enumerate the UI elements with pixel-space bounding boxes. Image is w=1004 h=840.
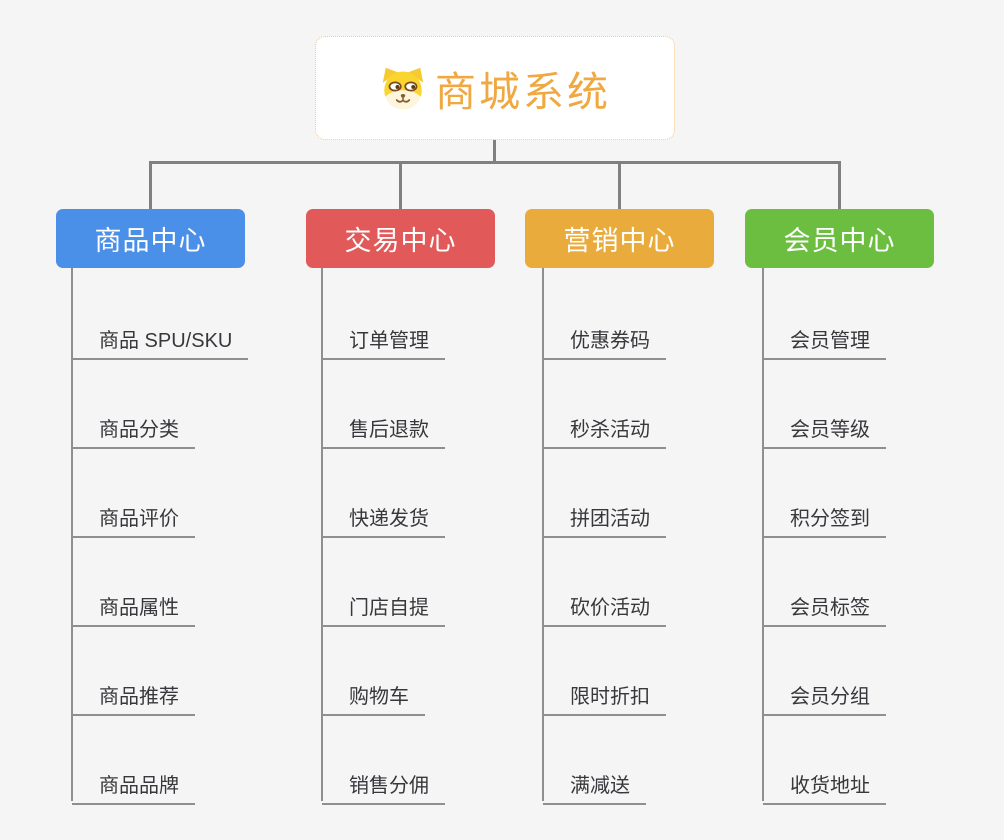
branch-drop-line [618,161,621,213]
leaf-node-marketing-center-1[interactable]: 秒杀活动 [543,409,666,449]
leaf-node-trade-center-2[interactable]: 快递发货 [322,498,445,538]
root-node-mall-system[interactable]: 商城系统 [315,36,675,140]
leaf-node-trade-center-1[interactable]: 售后退款 [322,409,445,449]
branch-label: 交易中心 [344,226,457,256]
leaf-node-marketing-center-5[interactable]: 满减送 [543,765,646,805]
leaf-label: 订单管理 [349,330,429,352]
branch-node-product-center[interactable]: 商品中心 [56,209,245,268]
branch-node-marketing-center[interactable]: 营销中心 [525,209,714,268]
leaf-node-trade-center-4[interactable]: 购物车 [322,676,425,716]
leaf-label: 商品评价 [99,508,179,530]
leaf-node-product-center-1[interactable]: 商品分类 [72,409,195,449]
leaf-label: 商品推荐 [99,686,179,708]
leaf-label: 收货地址 [790,775,870,797]
leaf-node-marketing-center-4[interactable]: 限时折扣 [543,676,666,716]
branch-label: 营销中心 [563,226,676,256]
branch-trunk-line [71,268,73,801]
leaf-label: 拼团活动 [570,508,650,530]
leaf-node-product-center-0[interactable]: 商品 SPU/SKU [72,320,249,360]
leaf-node-marketing-center-2[interactable]: 拼团活动 [543,498,666,538]
root-connector-vertical-line [493,139,496,163]
root-title: 商城系统 [435,69,611,115]
leaf-label: 限时折扣 [570,686,650,708]
branch-trunk-line [762,268,764,801]
leaf-node-member-center-4[interactable]: 会员分组 [763,676,886,716]
leaf-label: 优惠券码 [570,330,650,352]
branch-connector-horizontal-line [149,161,841,164]
branch-drop-line [399,161,402,213]
branch-label: 商品中心 [94,226,207,256]
leaf-node-marketing-center-0[interactable]: 优惠券码 [543,320,666,360]
branch-label: 会员中心 [783,226,896,256]
leaf-label: 秒杀活动 [570,419,650,441]
leaf-node-product-center-3[interactable]: 商品属性 [72,587,195,627]
leaf-node-member-center-2[interactable]: 积分签到 [763,498,886,538]
branch-trunk-line [321,268,323,801]
leaf-label: 商品属性 [99,597,179,619]
leaf-label: 会员分组 [790,686,870,708]
leaf-node-trade-center-3[interactable]: 门店自提 [322,587,445,627]
leaf-node-member-center-3[interactable]: 会员标签 [763,587,886,627]
leaf-label: 商品 SPU/SKU [99,330,233,352]
leaf-label: 会员等级 [790,419,870,441]
branch-drop-line [149,161,152,213]
dog-face-icon [382,67,424,109]
branch-trunk-line [542,268,544,801]
leaf-label: 售后退款 [349,419,429,441]
leaf-node-product-center-2[interactable]: 商品评价 [72,498,195,538]
leaf-label: 商品分类 [99,419,179,441]
leaf-label: 商品品牌 [99,775,179,797]
leaf-node-product-center-4[interactable]: 商品推荐 [72,676,195,716]
branch-node-trade-center[interactable]: 交易中心 [306,209,495,268]
leaf-label: 会员管理 [790,330,870,352]
leaf-node-product-center-5[interactable]: 商品品牌 [72,765,195,805]
leaf-node-member-center-0[interactable]: 会员管理 [763,320,886,360]
leaf-node-trade-center-5[interactable]: 销售分佣 [322,765,445,805]
leaf-label: 砍价活动 [570,597,650,619]
leaf-node-member-center-5[interactable]: 收货地址 [763,765,886,805]
branch-drop-line [838,161,841,213]
leaf-label: 快递发货 [349,508,429,530]
leaf-node-trade-center-0[interactable]: 订单管理 [322,320,445,360]
branch-node-member-center[interactable]: 会员中心 [745,209,934,268]
leaf-label: 购物车 [349,686,409,708]
leaf-label: 门店自提 [349,597,429,619]
leaf-node-member-center-1[interactable]: 会员等级 [763,409,886,449]
leaf-label: 积分签到 [790,508,870,530]
leaf-label: 销售分佣 [349,775,429,797]
leaf-label: 会员标签 [790,597,870,619]
leaf-label: 满减送 [570,775,630,797]
leaf-node-marketing-center-3[interactable]: 砍价活动 [543,587,666,627]
